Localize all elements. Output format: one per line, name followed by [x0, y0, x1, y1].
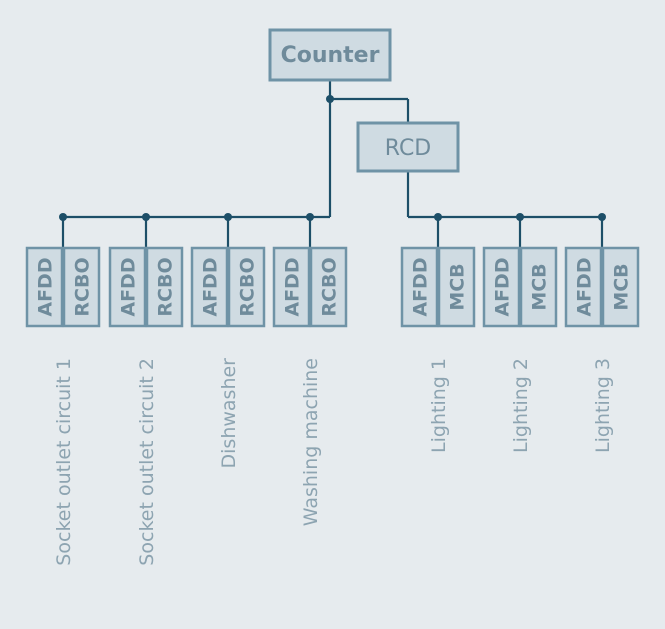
afdd-label: AFDD — [574, 257, 596, 316]
breaker-label: RCBO — [72, 257, 94, 316]
circuit-label: Socket outlet circuit 2 — [136, 358, 158, 566]
circuit-group-right-3: AFDD MCB — [564, 246, 640, 328]
devices: Counter RCD — [268, 28, 460, 173]
breaker-device: RCBO — [62, 246, 101, 328]
circuit-label: Socket outlet circuit 1 — [53, 358, 75, 566]
breaker-device: RCBO — [145, 246, 184, 328]
afdd-device: AFDD — [482, 246, 521, 328]
breaker-label: RCBO — [155, 257, 177, 316]
afdd-device: AFDD — [190, 246, 229, 328]
circuit-label: Lighting 3 — [592, 358, 614, 453]
breaker-device: MCB — [437, 246, 476, 328]
wiring — [59, 80, 606, 248]
counter-box: Counter — [268, 28, 392, 82]
rcd-label: RCD — [385, 136, 432, 161]
breaker-label: MCB — [447, 263, 469, 310]
afdd-device: AFDD — [564, 246, 603, 328]
afdd-label: AFDD — [492, 257, 514, 316]
circuit-label: Lighting 2 — [510, 358, 532, 453]
circuit-label: Dishwasher — [218, 358, 240, 469]
afdd-device: AFDD — [25, 246, 64, 328]
circuit-group-left-2: AFDD RCBO — [108, 246, 184, 328]
breaker-label: MCB — [611, 263, 633, 310]
afdd-device: AFDD — [272, 246, 311, 328]
rcd-box: RCD — [356, 121, 460, 173]
afdd-label: AFDD — [118, 257, 140, 316]
circuit-group-left-3: AFDD RCBO — [190, 246, 266, 328]
breaker-label: MCB — [529, 263, 551, 310]
afdd-device: AFDD — [400, 246, 439, 328]
circuit-group-right-1: AFDD MCB — [400, 246, 476, 328]
breaker-label: RCBO — [319, 257, 341, 316]
afdd-device: AFDD — [108, 246, 147, 328]
breaker-device: RCBO — [227, 246, 266, 328]
circuit-label: Lighting 1 — [428, 358, 450, 453]
circuit-group-right-2: AFDD MCB — [482, 246, 558, 328]
afdd-label: AFDD — [282, 257, 304, 316]
afdd-label: AFDD — [410, 257, 432, 316]
circuit-group-left-4: AFDD RCBO — [272, 246, 348, 328]
breaker-device: MCB — [519, 246, 558, 328]
breaker-device: MCB — [601, 246, 640, 328]
circuit-labels: Socket outlet circuit 1 Socket outlet cir… — [53, 358, 614, 566]
breaker-label: RCBO — [237, 257, 259, 316]
circuit-label: Washing machine — [300, 358, 322, 526]
circuit-group-left-1: AFDD RCBO — [25, 246, 101, 328]
counter-label: Counter — [281, 43, 380, 68]
afdd-label: AFDD — [35, 257, 57, 316]
afdd-label: AFDD — [200, 257, 222, 316]
breaker-device: RCBO — [309, 246, 348, 328]
